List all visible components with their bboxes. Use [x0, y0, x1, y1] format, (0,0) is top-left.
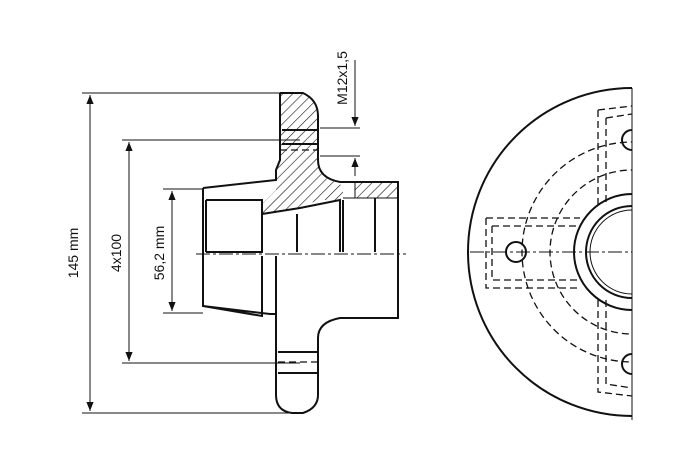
front-bolt-hole-top	[621, 129, 632, 151]
dimension-thread: M12x1,5	[320, 51, 360, 176]
collar-inner	[261, 182, 398, 214]
bolt-hole-lower	[278, 351, 318, 374]
dimension-bolt-circle-label: 4x100	[108, 234, 124, 272]
hub-body	[202, 188, 276, 318]
dimension-thread-label: M12x1,5	[334, 51, 350, 105]
dimension-hub-label: 56,2 mm	[151, 226, 167, 280]
inner-bore-lines	[205, 198, 376, 253]
front-lug-arm-left	[485, 217, 580, 289]
flange-lower-outline	[275, 181, 399, 414]
dimension-hub: 56,2 mm	[151, 188, 203, 314]
side-section-view	[196, 92, 406, 414]
front-lug-arm-top	[597, 105, 632, 205]
dimension-overall-label: 145 mm	[65, 228, 81, 279]
flange-outline	[202, 92, 355, 189]
section-hatch-flange	[262, 93, 343, 214]
dimension-overall: 145 mm	[65, 92, 300, 414]
front-outer-circle	[467, 87, 632, 417]
dimension-bolt-circle: 4x100	[108, 139, 300, 364]
front-bolt-hole-bottom	[621, 353, 632, 375]
front-lug-arm-bottom	[597, 300, 632, 397]
front-view	[467, 87, 632, 417]
section-hatch-collar	[355, 182, 398, 198]
bolt-hole-upper	[282, 129, 318, 145]
